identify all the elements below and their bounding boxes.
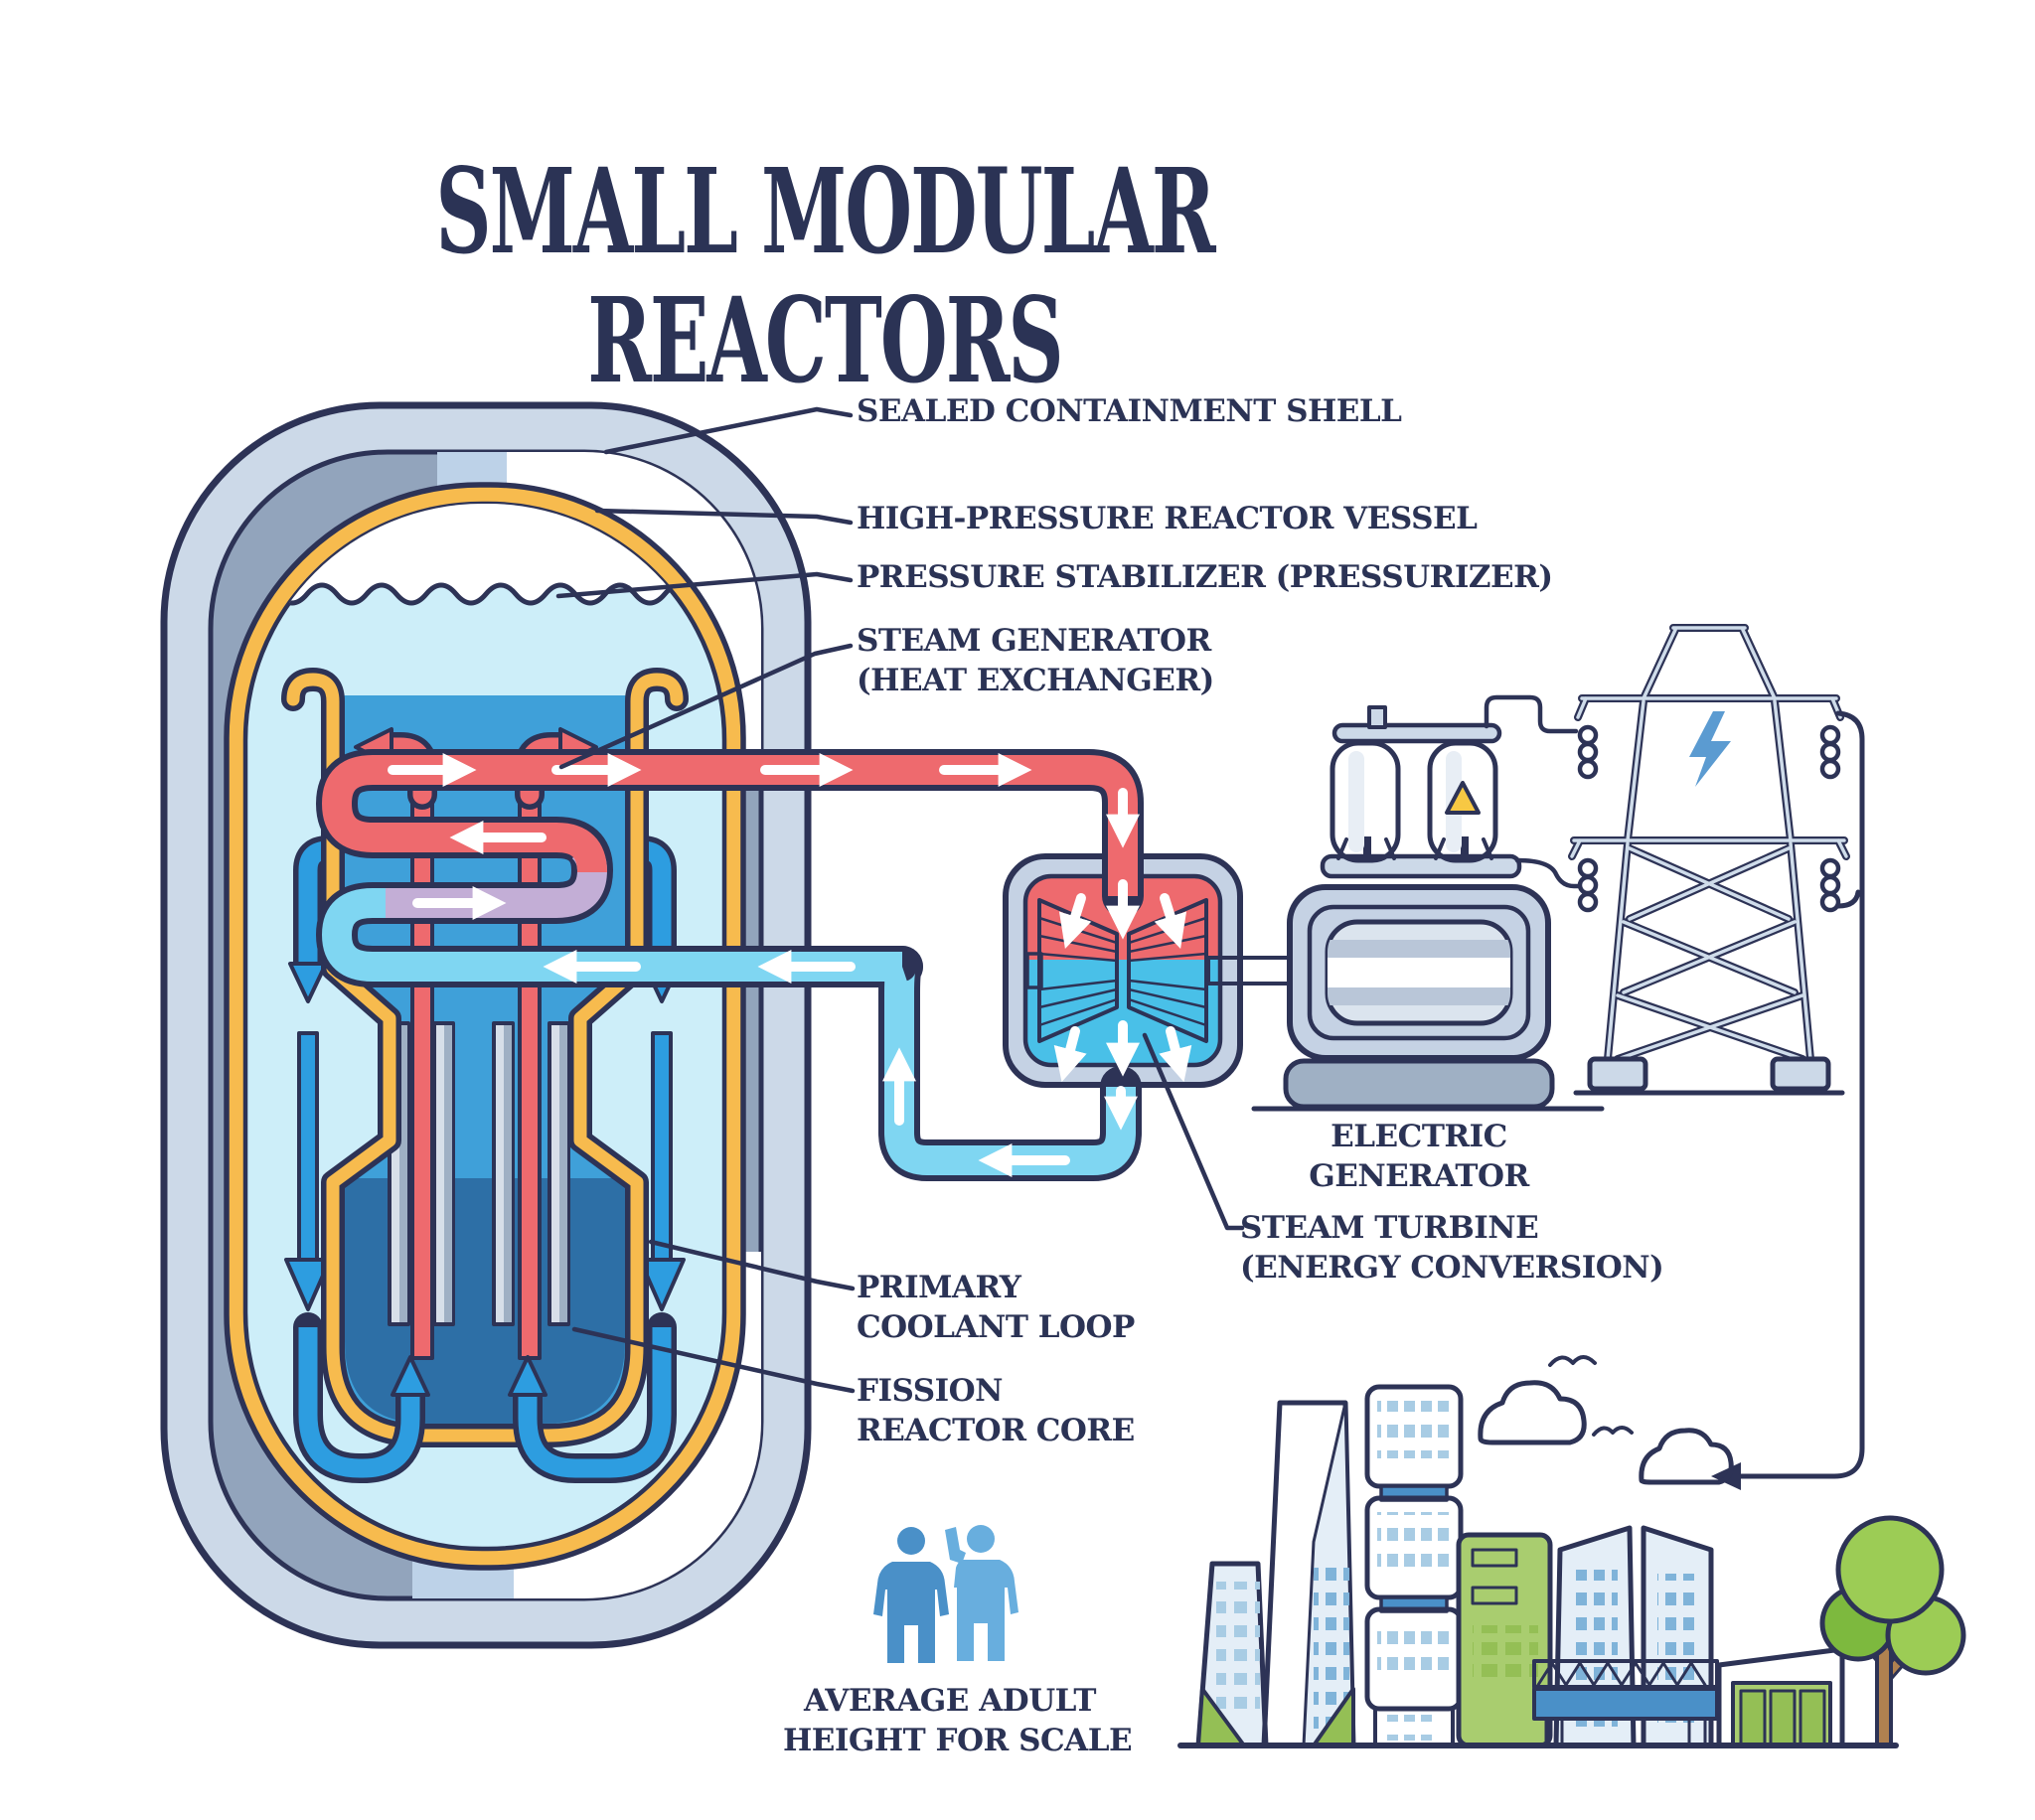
flow-arrows [388, 752, 1141, 1178]
scale-people [873, 1525, 1018, 1663]
high-pressure-reactor-vessel [224, 482, 746, 1571]
page-title: SMALL MODULAR REACTORS [435, 142, 1215, 409]
steam-generator-coil-and-loop [316, 749, 1144, 1181]
label-primary-coolant: PRIMARY COOLANT LOOP [857, 1270, 1135, 1345]
label-steam-turbine: STEAM TURBINE (ENERGY CONVERSION) [1240, 1210, 1664, 1286]
electric-generator [1251, 884, 1605, 1112]
buildings [1195, 1384, 1845, 1748]
label-steam-generator: STEAM GENERATOR (HEAT EXCHANGER) [857, 623, 1214, 698]
lightning-bolt-icon [1689, 711, 1731, 787]
transformer-wire-upper [1484, 694, 1579, 734]
tree-icon [1819, 1515, 1966, 1747]
label-pressurizer: PRESSURE STABILIZER (PRESSURIZER) [857, 559, 1553, 595]
person-figure [954, 1560, 1018, 1661]
fission-reactor-core [345, 1178, 625, 1424]
cloud-icon [1478, 1380, 1734, 1485]
label-sealed-containment: SEALED CONTAINMENT SHELL [857, 393, 1402, 429]
warning-triangle-icon [1445, 781, 1481, 815]
core-barrel [281, 668, 689, 1483]
city-skyline [1177, 1355, 1966, 1748]
bird-icon [1548, 1355, 1634, 1437]
leader-lines [555, 406, 1245, 1394]
label-reactor-vessel: HIGH-PRESSURE REACTOR VESSEL [857, 501, 1478, 536]
label-scale: AVERAGE ADULT HEIGHT FOR SCALE [783, 1683, 1133, 1758]
water-surface-wave [245, 582, 724, 606]
label-fission-core: FISSION REACTOR CORE [857, 1373, 1135, 1448]
core-return-pipes [293, 1312, 677, 1483]
insulator-coils [1577, 724, 1841, 913]
transformer-wire-lower [1514, 857, 1585, 889]
transformer-unit [1320, 694, 1585, 889]
person-figure [873, 1562, 949, 1663]
transmission-tower [1568, 624, 1850, 1096]
turbine-flow-arrows [1053, 879, 1192, 1083]
bridge [1532, 1659, 1719, 1747]
label-electric-generator: ELECTRIC GENERATOR [1309, 1119, 1529, 1194]
